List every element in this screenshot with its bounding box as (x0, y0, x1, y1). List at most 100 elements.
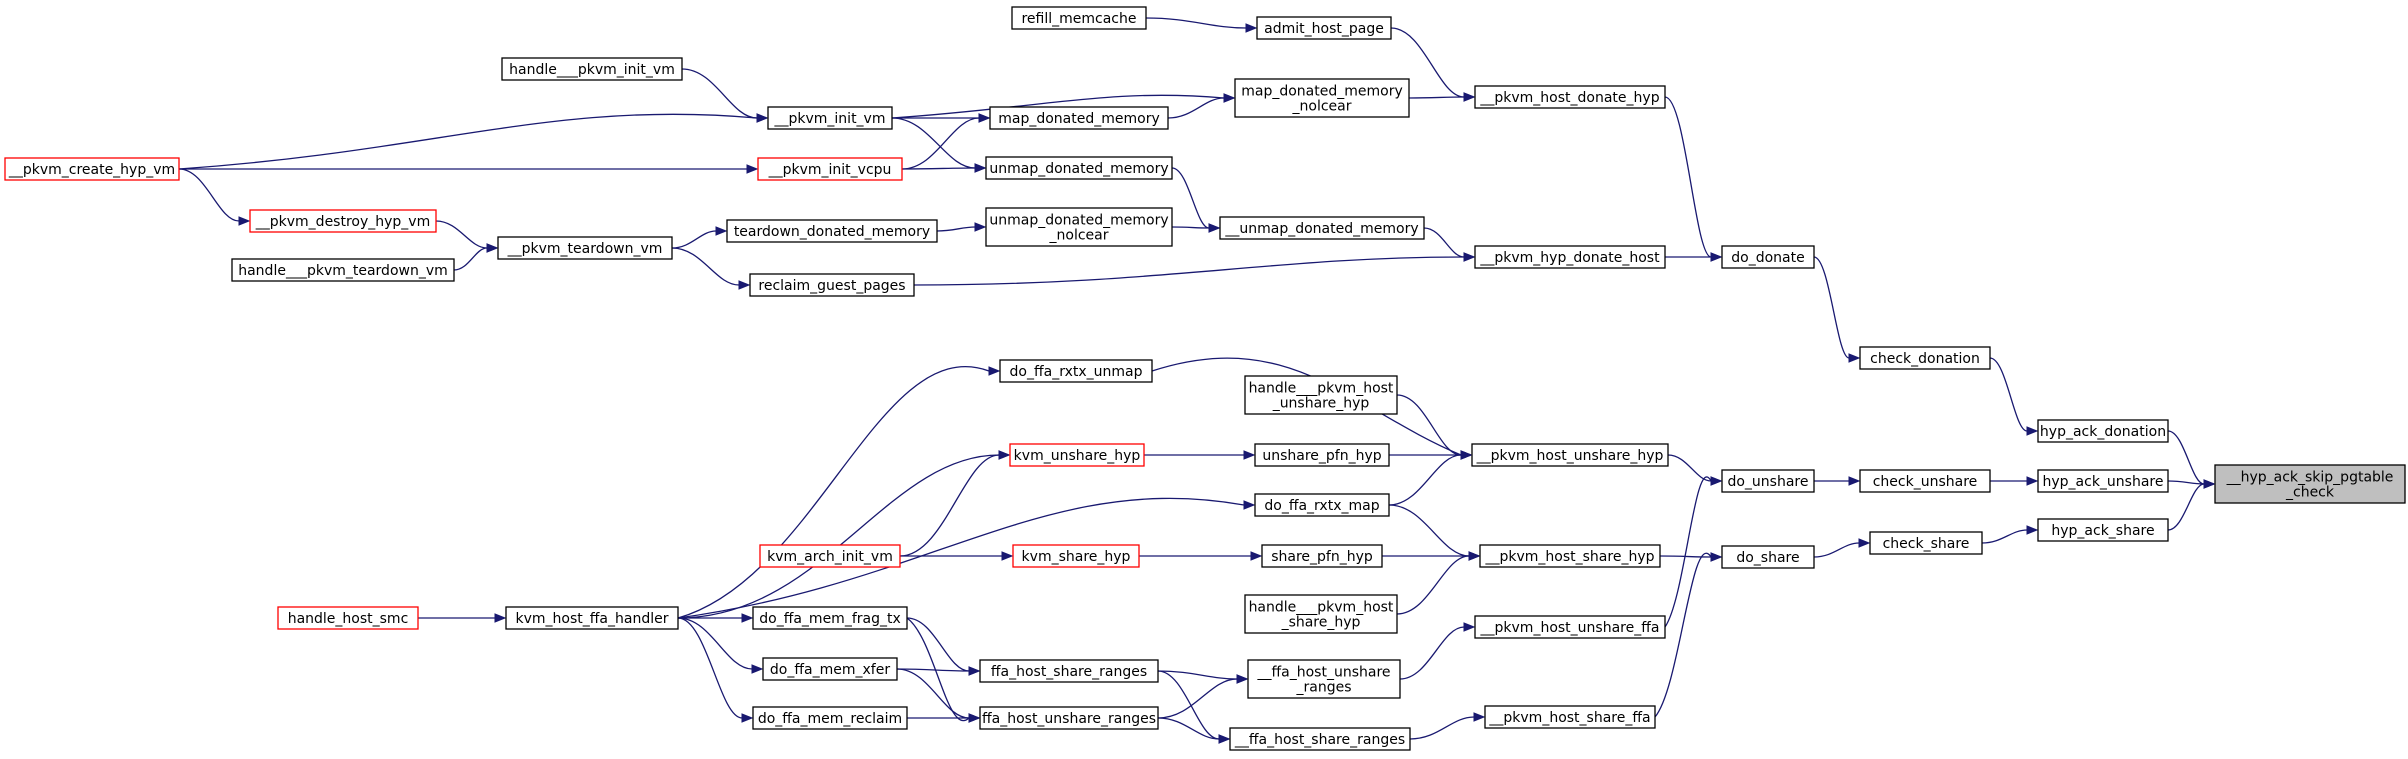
node-check-donation[interactable]: check_donation (1859, 346, 1991, 370)
call-edge-pkvm_host_share_hyp-to-do_share (1659, 555, 1712, 558)
node-ffa-host-share-ranges-inner[interactable]: __ffa_host_share_ranges (1229, 727, 1411, 751)
node-box (752, 706, 908, 730)
node-label: __pkvm_host_unshare_hyp (1476, 448, 1664, 464)
node-pkvm-destroy-hyp-vm[interactable]: __pkvm_destroy_hyp_vm (249, 209, 437, 233)
node-ffa-host-unshare-ranges-inner[interactable]: __ffa_host_unshare_ranges (1247, 659, 1401, 699)
node-pkvm-host-share-ffa[interactable]: __pkvm_host_share_ffa (1484, 705, 1656, 729)
call-edge-ffa_host_share_ranges-to-ffa_host_unshare_ranges_inner (1157, 670, 1238, 680)
call-edge-unmap_donated_memory_hyp-to-pkvm_hyp_donate_host (1423, 227, 1465, 258)
node-pkvm-create-hyp-vm[interactable]: __pkvm_create_hyp_vm (4, 157, 180, 181)
node-do-ffa-mem-frag-tx[interactable]: do_ffa_mem_frag_tx (752, 606, 908, 630)
node-box (501, 57, 683, 81)
node-label: admit_host_page (1264, 21, 1384, 37)
node-label: unmap_donated_memory (989, 213, 1168, 229)
node-pkvm-init-vcpu[interactable]: __pkvm_init_vcpu (757, 157, 903, 181)
node-handle-pkvm-host-unshare-hyp[interactable]: handle___pkvm_host_unshare_hyp (1244, 375, 1398, 415)
node-hyp-ack-skip[interactable]: __hyp_ack_skip_pgtable_check (2214, 464, 2406, 504)
node-kvm-unshare-hyp[interactable]: kvm_unshare_hyp (1009, 443, 1145, 467)
node-label: refill_memcache (1021, 11, 1136, 27)
node-label: do_share (1736, 550, 1799, 566)
node-do-unshare[interactable]: do_unshare (1721, 469, 1815, 493)
node-do-share[interactable]: do_share (1721, 545, 1815, 569)
node-box (1484, 705, 1656, 729)
node-box (985, 156, 1173, 180)
call-edge-do_donate-to-check_donation (1813, 256, 1850, 359)
node-check-share[interactable]: check_share (1869, 531, 1983, 555)
node-refill-memcache[interactable]: refill_memcache (1011, 6, 1147, 30)
node-pkvm-host-unshare-hyp[interactable]: __pkvm_host_unshare_hyp (1471, 443, 1669, 467)
node-unmap-donated-memory[interactable]: unmap_donated_memory (985, 156, 1173, 180)
call-edge-arrowhead (2026, 525, 2039, 535)
node-label: ffa_host_share_ranges (991, 664, 1147, 680)
node-label: __pkvm_init_vm (774, 111, 886, 127)
node-pkvm-host-unshare-ffa[interactable]: __pkvm_host_unshare_ffa (1474, 615, 1666, 639)
call-edge-arrowhead (1463, 252, 1476, 262)
call-edge-kvm_host_ffa_handler-to-do_ffa_mem_xfer (677, 617, 753, 670)
node-do-ffa-rxtx-map[interactable]: do_ffa_rxtx_map (1254, 493, 1390, 517)
node-label: hyp_ack_unshare (2043, 474, 2164, 490)
node-do-ffa-mem-xfer[interactable]: do_ffa_mem_xfer (762, 657, 898, 681)
node-label: _check (2285, 485, 2335, 501)
call-edge-ffa_host_unshare_ranges-to-ffa_host_share_ranges_inner (1157, 717, 1220, 740)
call-edge-arrowhead (1848, 353, 1861, 363)
node-unshare-pfn-hyp[interactable]: unshare_pfn_hyp (1254, 443, 1390, 467)
call-edge-kvm_arch_init_vm-to-kvm_unshare_hyp (899, 454, 1000, 557)
node-ffa-host-share-ranges[interactable]: ffa_host_share_ranges (979, 659, 1159, 683)
node-handle-pkvm-host-share-hyp[interactable]: handle___pkvm_host_share_hyp (1244, 594, 1398, 634)
node-unmap-donated-memory-hyp[interactable]: __unmap_donated_memory (1219, 216, 1425, 240)
node-label: __pkvm_hyp_donate_host (1479, 250, 1660, 266)
node-box (1869, 531, 1983, 555)
node-share-pfn-hyp[interactable]: share_pfn_hyp (1261, 544, 1383, 568)
node-pkvm-teardown-vm[interactable]: __pkvm_teardown_vm (497, 236, 673, 260)
node-kvm-arch-init-vm[interactable]: kvm_arch_init_vm (759, 544, 901, 568)
call-edge-handle_pkvm_teardown_vm-to-pkvm_teardown_vm (453, 247, 488, 271)
node-do-donate[interactable]: do_donate (1721, 245, 1815, 269)
node-ffa-host-unshare-ranges[interactable]: ffa_host_unshare_ranges (979, 706, 1159, 730)
node-handle-host-smc[interactable]: handle_host_smc (277, 606, 419, 630)
node-pkvm-host-share-hyp[interactable]: __pkvm_host_share_hyp (1479, 544, 1661, 568)
node-hyp-ack-donation[interactable]: hyp_ack_donation (2037, 419, 2169, 443)
node-label: kvm_arch_init_vm (767, 549, 893, 565)
node-check-unshare[interactable]: check_unshare (1859, 469, 1991, 493)
call-edge-check_donation-to-hyp_ack_donation (1989, 357, 2028, 432)
call-edge-pkvm_init_vm-to-unmap_donated_memory (891, 117, 976, 169)
node-reclaim-guest-pages[interactable]: reclaim_guest_pages (749, 273, 915, 297)
node-handle-pkvm-teardown-vm[interactable]: handle___pkvm_teardown_vm (231, 258, 455, 282)
call-edge-arrowhead (974, 222, 987, 232)
call-edge-ffa_host_share_ranges_inner-to-pkvm_host_share_ffa (1409, 716, 1475, 740)
node-label: do_ffa_mem_reclaim (758, 711, 902, 727)
node-kvm-share-hyp[interactable]: kvm_share_hyp (1012, 544, 1140, 568)
node-box (2214, 464, 2406, 504)
node-hyp-ack-share[interactable]: hyp_ack_share (2037, 518, 2169, 542)
node-do-ffa-rxtx-unmap[interactable]: do_ffa_rxtx_unmap (999, 359, 1153, 383)
node-map-donated-memory-nolcear[interactable]: map_donated_memory_nolcear (1234, 78, 1410, 118)
node-pkvm-hyp-donate-host[interactable]: __pkvm_hyp_donate_host (1474, 245, 1666, 269)
node-label: handle___pkvm_init_vm (509, 62, 675, 78)
node-admit-host-page[interactable]: admit_host_page (1256, 16, 1392, 40)
call-edge-arrowhead (1245, 23, 1258, 33)
call-edge-arrowhead (751, 664, 764, 674)
node-handle-pkvm-init-vm[interactable]: handle___pkvm_init_vm (501, 57, 683, 81)
node-box (752, 606, 908, 630)
node-map-donated-memory[interactable]: map_donated_memory (989, 106, 1169, 130)
node-teardown-donated-memory[interactable]: teardown_donated_memory (726, 219, 938, 243)
node-kvm-host-ffa-handler[interactable]: kvm_host_ffa_handler (505, 606, 679, 630)
node-box (249, 209, 437, 233)
node-label: do_ffa_rxtx_unmap (1010, 364, 1143, 380)
call-edge-arrowhead (1243, 500, 1256, 510)
node-box (505, 606, 679, 630)
node-box (2037, 518, 2169, 542)
node-box (1479, 544, 1661, 568)
call-edge-handle_pkvm_host_unshare_hyp-to-pkvm_host_unshare_hyp (1396, 394, 1462, 456)
node-unmap-donated-memory-nolcear[interactable]: unmap_donated_memory_nolcear (985, 207, 1173, 247)
call-edge-arrowhead (1223, 93, 1236, 103)
node-pkvm-init-vm[interactable]: __pkvm_init_vm (767, 106, 893, 130)
node-box (1247, 659, 1401, 699)
node-do-ffa-mem-reclaim[interactable]: do_ffa_mem_reclaim (752, 706, 908, 730)
node-hyp-ack-unshare[interactable]: hyp_ack_unshare (2037, 469, 2169, 493)
node-label: hyp_ack_donation (2040, 424, 2166, 440)
call-edge-pkvm_host_share_ffa-to-do_share (1654, 552, 1712, 718)
node-label: __pkvm_create_hyp_vm (8, 162, 175, 178)
call-edge-arrowhead (978, 113, 991, 123)
node-pkvm-host-donate-hyp[interactable]: __pkvm_host_donate_hyp (1474, 85, 1666, 109)
